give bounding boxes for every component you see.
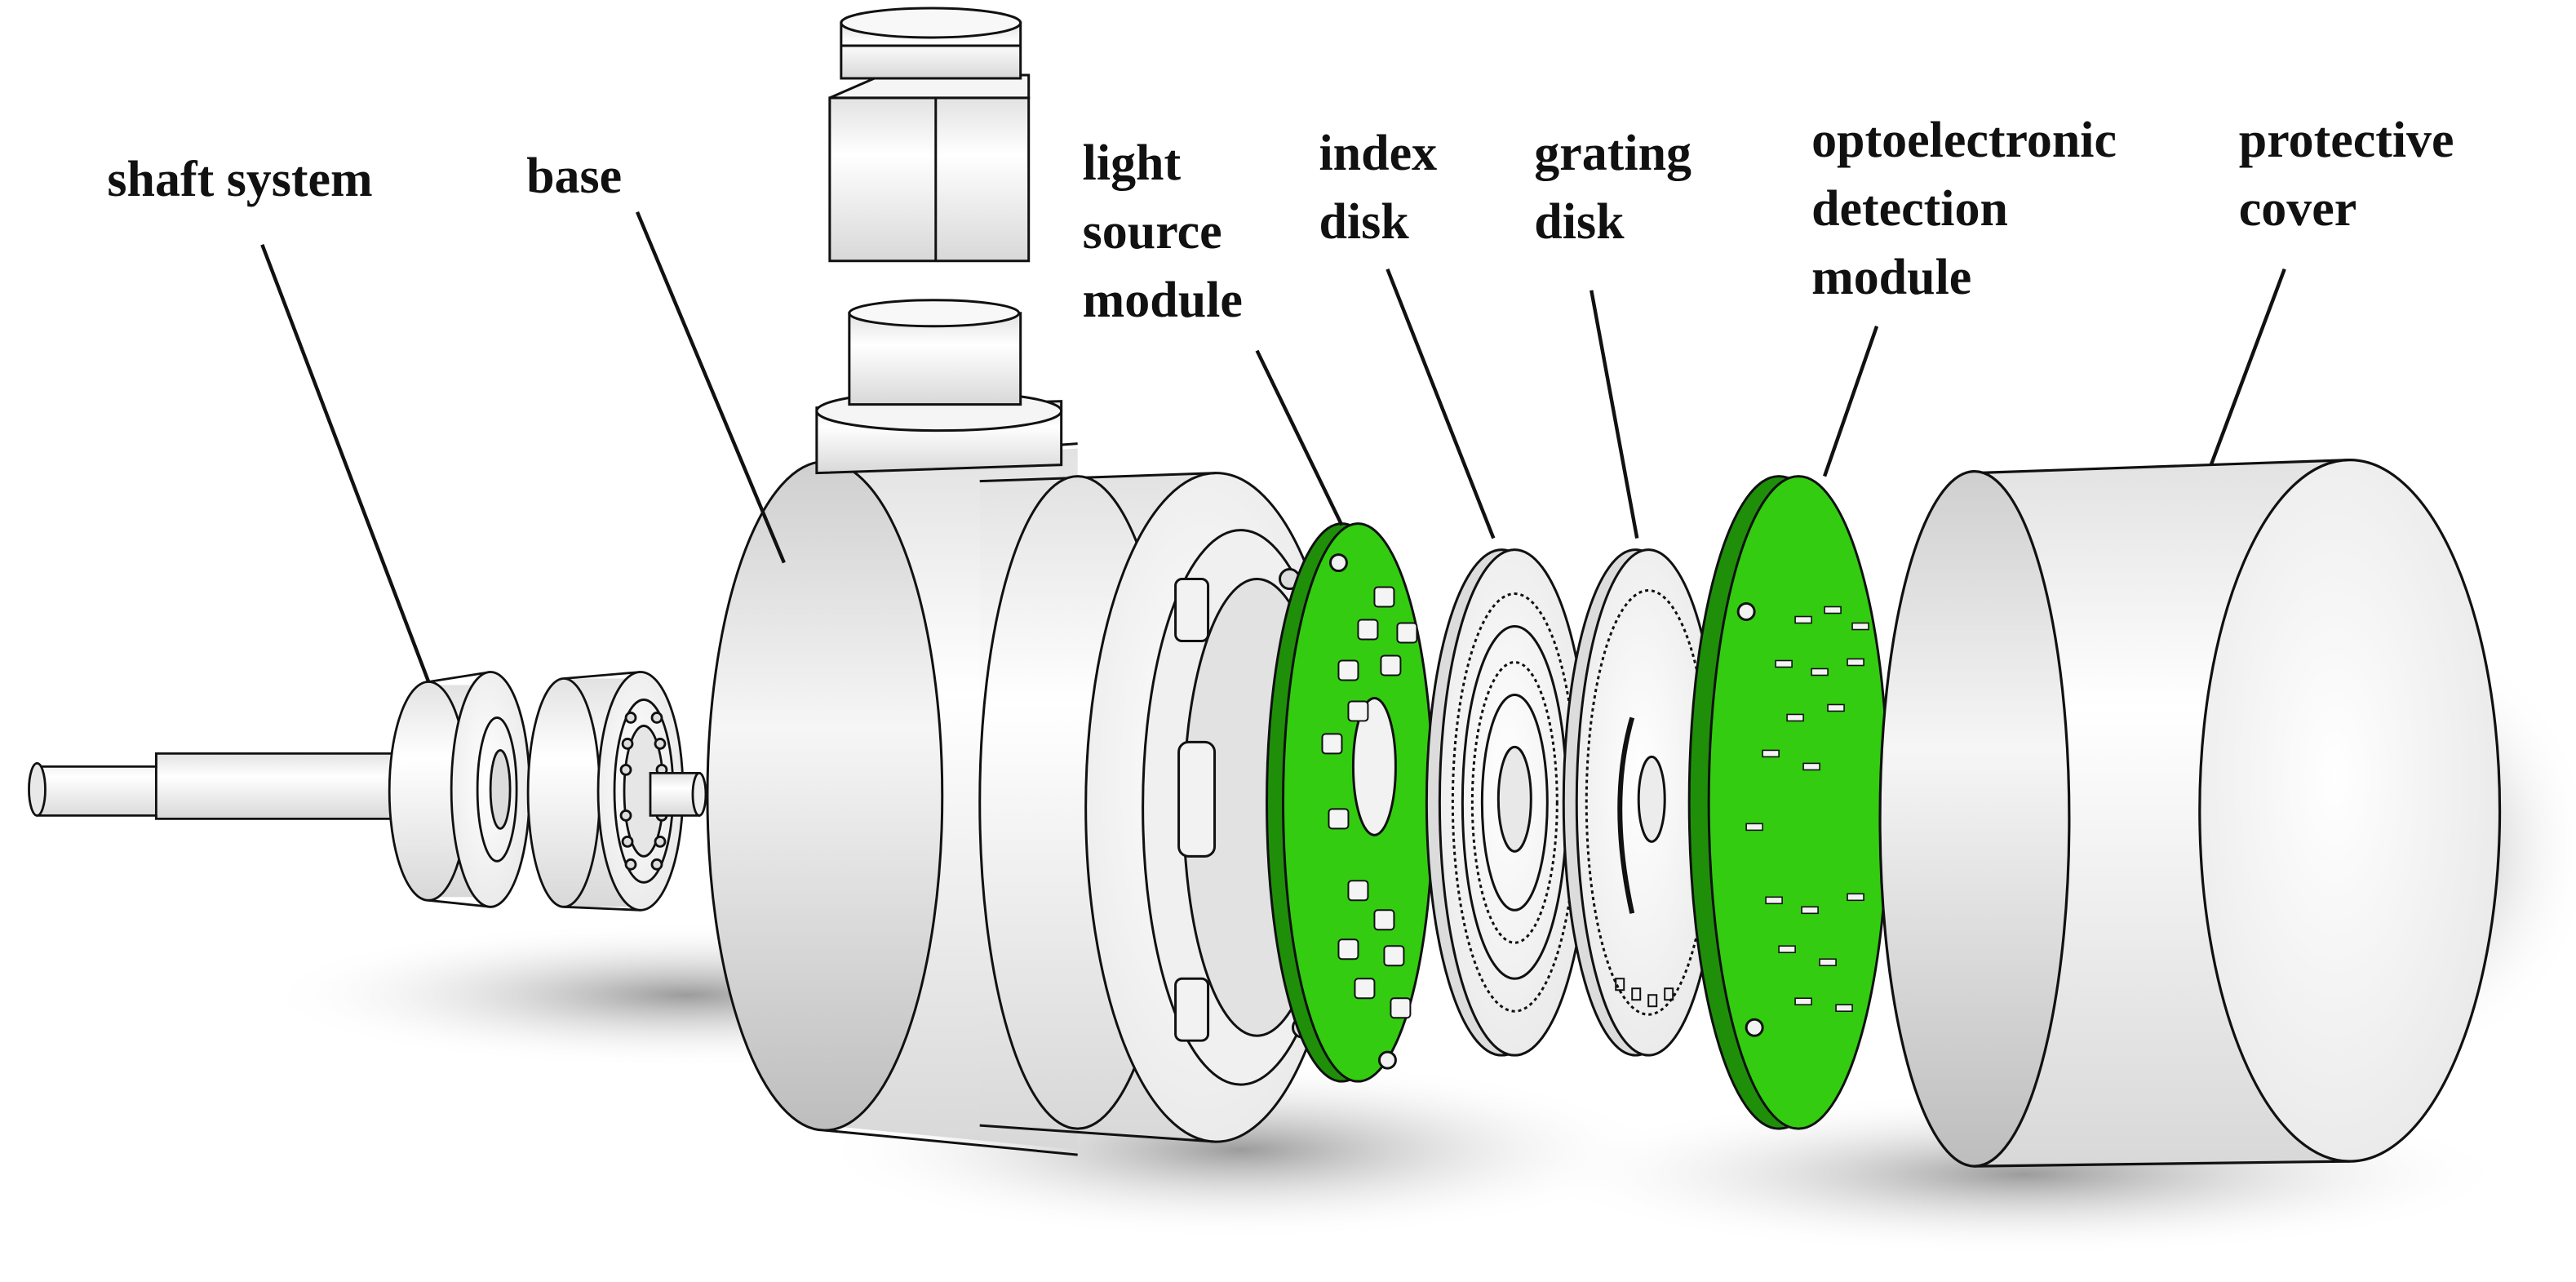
index-disk-part [1425, 548, 1591, 1057]
leader-grating-disk [1589, 290, 1639, 539]
leader-base [635, 211, 786, 564]
leader-lines [260, 211, 2286, 683]
label-optoelectronic-detection-module: optoelectronic detection module [1811, 113, 2129, 305]
cable-gland-part [828, 7, 1031, 406]
labels: shaft system base light source module in… [107, 113, 2467, 328]
leader-light-source [1255, 349, 1344, 526]
base-part [706, 390, 1348, 1156]
leader-shaft-system [260, 244, 431, 683]
shaft-system-part [28, 671, 707, 912]
label-index-disk: index disk [1319, 126, 1449, 250]
label-light-source-module: light source module [1083, 135, 1243, 328]
leader-index-disk [1386, 268, 1496, 539]
leader-optoelectronic [1823, 326, 1879, 477]
protective-cover-part [1878, 459, 2502, 1168]
label-grating-disk: grating disk [1534, 126, 1704, 250]
label-shaft-system: shaft system [107, 152, 372, 207]
label-base: base [526, 149, 622, 204]
leader-protective-cover [2209, 268, 2286, 466]
optoelectronic-detection-module-part [1687, 475, 1890, 1130]
light-source-module-part [1266, 522, 1434, 1083]
grating-disk-part [1562, 548, 1722, 1057]
label-protective-cover: protective cover [2239, 113, 2467, 237]
